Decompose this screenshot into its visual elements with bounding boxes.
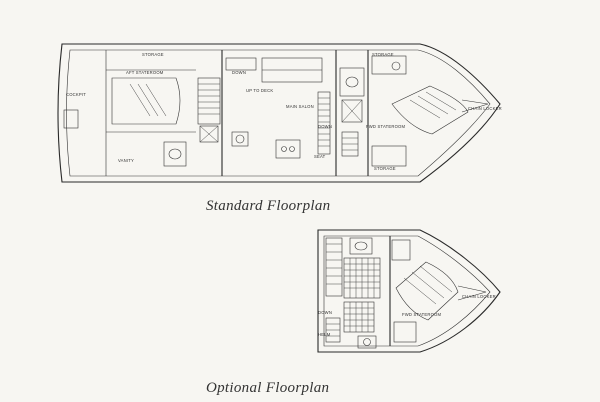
- aft-bed: [111, 77, 181, 125]
- caption-standard-floorplan: Standard Floorplan: [206, 198, 331, 214]
- caption-optional-floorplan: Optional Floorplan: [206, 380, 330, 396]
- label-main-salon: MAIN SALON: [286, 104, 314, 109]
- cockpit-hatch: [63, 109, 79, 129]
- standard-hull-outline: [57, 43, 501, 183]
- label-storage-fwd-bottom: STORAGE: [374, 166, 396, 171]
- label-storage-top: STORAGE: [142, 52, 164, 57]
- vberth: [391, 85, 469, 135]
- label-down-mid: DOWN: [318, 124, 332, 129]
- label-vanity: VANITY: [118, 158, 134, 163]
- label-fwd-stateroom: FWD STATEROOM: [366, 124, 406, 129]
- label-aft-stateroom: AFT STATEROOM: [126, 70, 164, 75]
- label-chain-locker: CHAIN LOCKER: [468, 106, 502, 111]
- label-opt-helm: HELM: [318, 332, 331, 337]
- optional-floorplan: [317, 229, 501, 353]
- label-opt-fwd-stateroom: FWD STATEROOM: [402, 312, 442, 317]
- label-seat: SEAT: [314, 154, 326, 159]
- optional-hull-outline: [317, 229, 501, 353]
- label-cockpit: COCKPIT: [66, 92, 86, 97]
- label-up-to-deck: UP TO DECK: [246, 88, 273, 93]
- label-opt-down: DOWN: [318, 310, 332, 315]
- standard-floorplan: [57, 43, 501, 183]
- label-down-top: DOWN: [232, 70, 246, 75]
- label-storage-fwd-top: STORAGE: [372, 52, 394, 57]
- label-opt-chain-locker: CHAIN LOCKER: [462, 294, 496, 299]
